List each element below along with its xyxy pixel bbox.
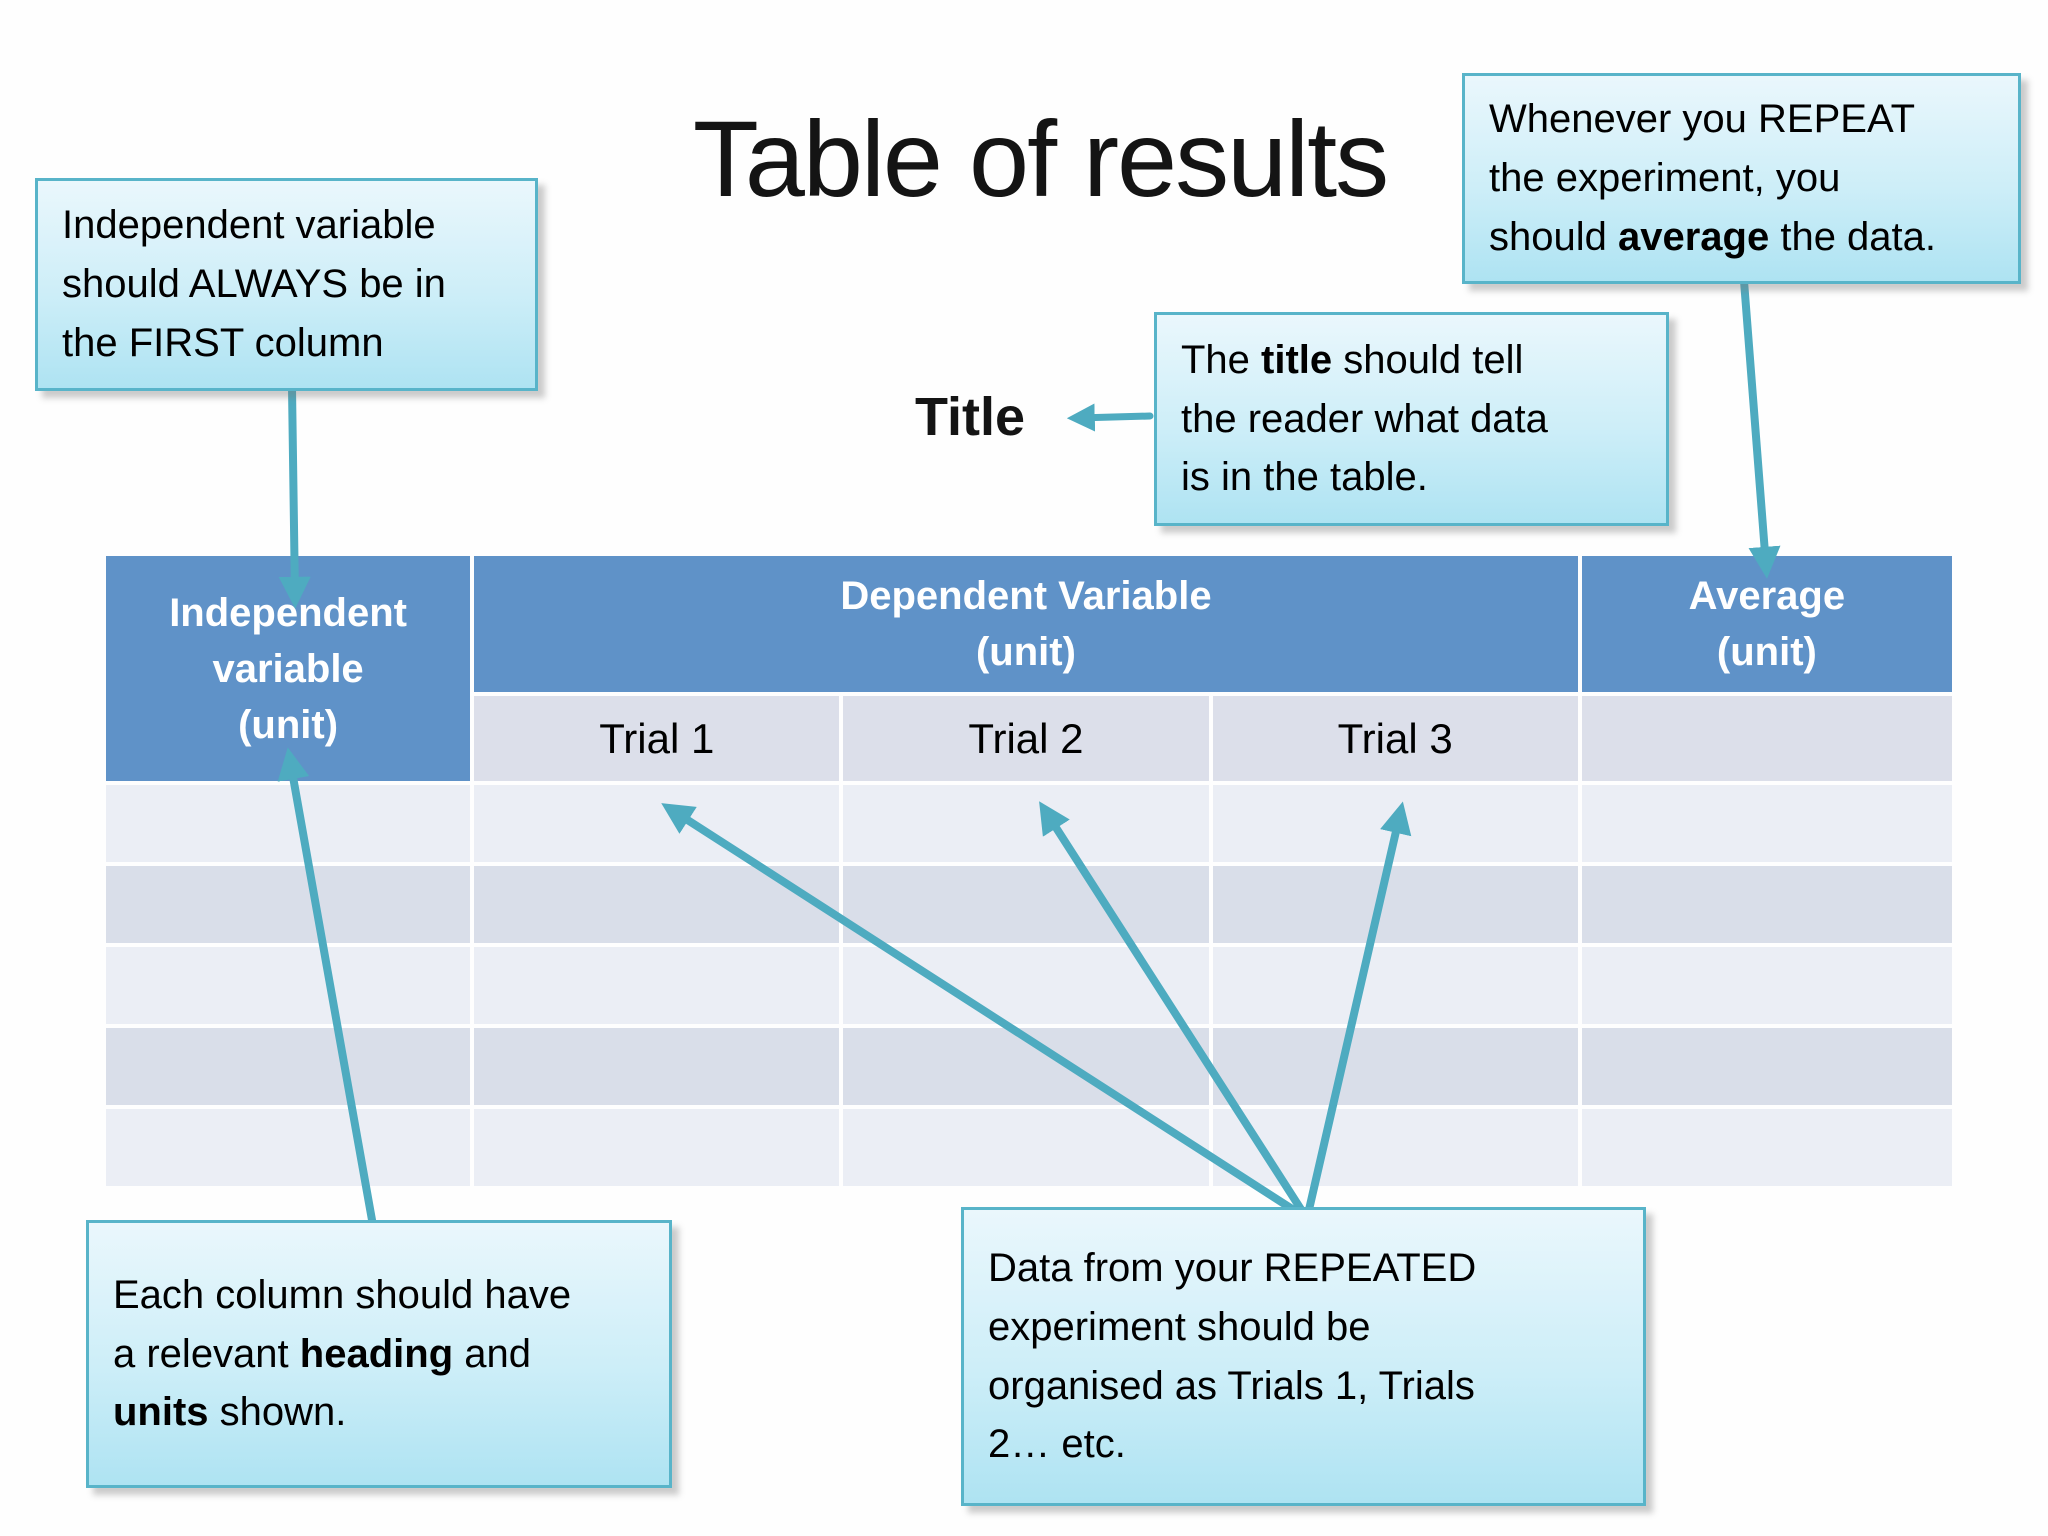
empty-cell (474, 1109, 840, 1186)
empty-cell (106, 866, 471, 943)
subheader-trial-1: Trial 1 (474, 696, 840, 781)
empty-cell (843, 947, 1209, 1024)
table-header-row: Independent variable (unit) Dependent Va… (106, 556, 1952, 781)
empty-cell (843, 1028, 1209, 1105)
callout-column-heading: Each column should have a relevant headi… (86, 1220, 672, 1488)
empty-cell (474, 785, 840, 862)
callout-text: Whenever you REPEAT the experiment, you … (1489, 97, 1937, 259)
empty-cell (1212, 947, 1578, 1024)
table-title-label: Title (915, 387, 1026, 447)
table-row (106, 1109, 1952, 1186)
callout-text: Data from your REPEATED experiment shoul… (988, 1245, 1477, 1467)
empty-cell (1212, 1109, 1578, 1186)
callout-title-explanation: The title should tell the reader what da… (1154, 312, 1669, 526)
empty-cell (474, 866, 840, 943)
subheader-trial-2: Trial 2 (843, 696, 1209, 781)
empty-cell (106, 785, 471, 862)
callout-independent-first-column: Independent variable should ALWAYS be in… (35, 178, 538, 391)
empty-cell (1212, 785, 1578, 862)
empty-cell (1581, 947, 1952, 1024)
table-row (106, 785, 1952, 862)
empty-cell (1581, 785, 1952, 862)
empty-cell (106, 947, 471, 1024)
subheader-average-empty (1581, 696, 1952, 781)
empty-cell (1212, 866, 1578, 943)
arrow-title-label (1066, 403, 1154, 432)
callout-repeated-trials: Data from your REPEATED experiment shoul… (961, 1207, 1646, 1506)
empty-cell (1581, 1109, 1952, 1186)
trial-header-row: Trial 1 Trial 2 Trial 3 (106, 696, 1952, 781)
subheader-trial-3: Trial 3 (1212, 696, 1578, 781)
table-row (106, 866, 1952, 943)
empty-cell (106, 1028, 471, 1105)
empty-cell (474, 947, 840, 1024)
arrow-average-column (1740, 277, 1781, 579)
callout-text: Each column should have a relevant headi… (113, 1272, 572, 1435)
empty-cell (1212, 1028, 1578, 1105)
header-average: Average (unit) (1581, 556, 1952, 692)
header-dependent-variable: Dependent Variable (unit) (474, 556, 1578, 692)
callout-text: Independent variable should ALWAYS be in… (62, 203, 446, 365)
callout-repeat-average: Whenever you REPEAT the experiment, you … (1462, 73, 2021, 284)
callout-text: The title should tell the reader what da… (1181, 337, 1548, 500)
slide-title: Table of results (692, 98, 1389, 219)
empty-cell (1581, 866, 1952, 943)
empty-cell (843, 785, 1209, 862)
empty-cell (843, 1109, 1209, 1186)
header-independent-variable: Independent variable (unit) (106, 556, 471, 781)
table-row (106, 947, 1952, 1024)
empty-cell (474, 1028, 840, 1105)
empty-cell (843, 866, 1209, 943)
empty-cell (106, 1109, 471, 1186)
table-row (106, 1028, 1952, 1105)
results-table: Independent variable (unit) Dependent Va… (102, 552, 1956, 1190)
empty-cell (1581, 1028, 1952, 1105)
